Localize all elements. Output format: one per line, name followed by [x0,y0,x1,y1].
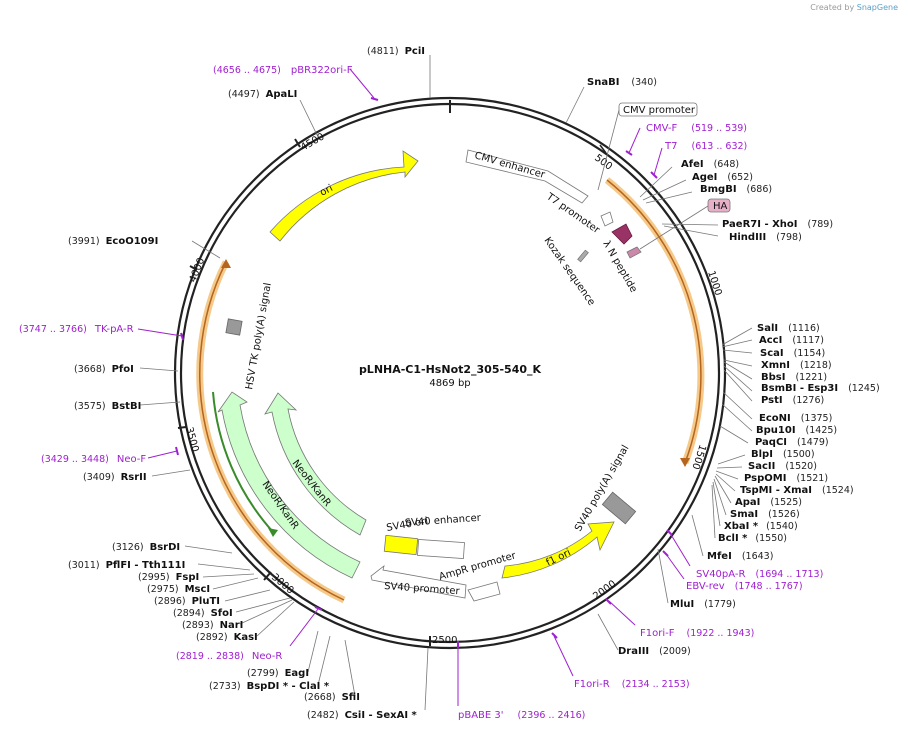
site-mfei: MfeI(1643) [707,551,773,562]
primer-f1ori-f: F1ori-F(1922 .. 1943) [640,628,754,639]
site-bsmbi-esp3i: BsmBI - Esp3I(1245) [761,383,880,394]
primer-sv40pa-r: SV40pA-R(1694 .. 1713) [696,569,823,580]
primer-neo-f: (3429 .. 3448)Neo-F [41,454,146,465]
hsv-tk-label: HSV TK poly(A) signal [244,282,274,391]
primer-neo-r: (2819 .. 2838)Neo-R [176,651,282,662]
site-snabi: SnaBI(340) [587,77,657,88]
site-nari: (2893)NarI [182,620,243,631]
site-sacii: SacII(1520) [748,461,817,472]
primer-labels: (4656 .. 4675)pBR322ori-F CMV-F(519 .. 5… [19,65,823,721]
site-paqci: PaqCI(1479) [755,437,829,448]
site-kasi: (2892)KasI [196,632,258,643]
primer-cmv-f: CMV-F(519 .. 539) [646,123,747,134]
features: ori CMV enhancer CMV promoter T7 promote… [217,102,731,602]
site-agei: AgeI(652) [692,172,753,183]
site-bstbi: (3575)BstBI [74,401,141,412]
plasmid-length: 4869 bp [429,378,470,389]
primer-t7: T7(613 .. 632) [664,141,747,152]
sv40-enhancer-label: SV40 enhancer [404,513,482,529]
sv40-ori-box [383,534,419,556]
site-leader-lines [139,55,753,711]
site-msci: (2975)MscI [147,584,210,595]
sv40-promoter-label: SV40 promoter [384,581,461,597]
site-bbsi: BbsI(1221) [761,372,827,383]
ha-label: HA [713,201,728,212]
site-smai: SmaI(1526) [730,509,800,520]
site-ecoani: EcoNI(1375) [759,413,832,424]
f1-ori-label: f1 ori [544,547,572,568]
hsv-tk-box [225,318,243,336]
ampr-promoter-arrow [467,581,501,602]
site-eagi: (2799)EagI [247,668,309,679]
site-ecoo109i: (3991)EcoO109I [68,236,158,247]
site-bcli: BclI *(1550) [718,533,787,544]
site-csii-sexai: (2482)CsiI - SexAI * [307,710,418,721]
site-acci: AccI(1117) [759,335,824,346]
site-pluti: (2896)PluTI [154,596,220,607]
site-sfii: (2668)SfiI [304,692,360,703]
ori-label: ori [318,183,335,199]
neor-inner-arrow [264,392,367,536]
plasmid-name: pLNHA-C1-HsNot2_305-540_K [359,363,542,376]
sv40-polya-box [601,491,637,525]
ruler-2500: 2500 [432,635,457,646]
site-bsrdi: (3126)BsrDI [112,542,180,553]
cmv-promoter-label: CMV promoter [623,105,696,116]
site-scai: ScaI(1154) [760,348,825,359]
site-labels: (4811)PciI SnaBI(340) (4497)ApaLI AfeI(6… [68,46,880,721]
primer-ebv-rev: EBV-rev(1748 .. 1767) [686,581,803,592]
primer-marks [137,68,691,706]
primer-tk-pa-r: (3747 .. 3766)TK-pA-R [19,324,134,335]
lambda-n-label: λ N peptide [600,239,638,295]
site-draiii: DraIII(2009) [618,646,691,657]
site-pfoi: (3668)PfoI [74,364,134,375]
site-rsrii: (3409)RsrII [83,472,147,483]
site-apai: ApaI(1525) [735,497,802,508]
site-afei: AfeI(648) [681,159,739,170]
neor-outer-arrow [217,391,361,579]
kozak-label: Kozak sequence [542,235,597,307]
backbone-outer [173,96,727,650]
site-bpu10i: Bpu10I(1425) [756,425,837,436]
site-xmni: XmnI(1218) [761,360,832,371]
primer-f1ori-r: F1ori-R(2134 .. 2153) [574,679,690,690]
primer-pbabe3: pBABE 3'(2396 .. 2416) [458,710,585,721]
snapgene-credit: Created by SnapGene [810,3,898,12]
site-bmgbi: BmgBI(686) [700,184,772,195]
cmv-enhancer-arrow [465,149,589,204]
site-apali: (4497)ApaLI [228,89,297,100]
cmv-promoter-box [618,102,698,117]
ha-box [707,198,731,213]
site-bspdi-clai: (2733)BspDI * - ClaI * [209,681,330,692]
f1-ori-arrow [501,521,615,579]
ruler-2000: 2000 [591,579,618,603]
site-hindiii: HindIII(798) [729,232,802,243]
credit-brand: SnapGene [856,3,898,12]
site-blpi: BlpI(1500) [751,449,815,460]
credit-prefix: Created by [810,3,855,12]
primer-pbr322ori-f: (4656 .. 4675)pBR322ori-F [213,65,353,76]
site-paer7i-xhoi: PaeR7I - XhoI(789) [722,219,833,230]
site-sali: SalI(1116) [757,323,820,334]
site-fspi: (2995)FspI [138,572,199,583]
sv40-enhancer-box [417,538,465,560]
ha-tag-arrow [626,246,642,259]
neor-inner-label: NeoR/KanR [290,458,333,509]
site-sfoi: (2894)SfoI [173,608,233,619]
ruler-4000: 4000 [188,256,208,284]
site-pcii: (4811)PciI [367,46,425,57]
t7-promoter-arrow [600,211,614,227]
site-psti: PstI(1276) [761,395,824,406]
site-tspmi-xmai: TspMI - XmaI(1524) [740,485,854,496]
site-xbai: XbaI *(1540) [724,521,798,532]
orf-arcs [196,177,705,604]
kozak-marker [577,249,589,263]
sv40-promoter-arrow [370,564,467,599]
site-pspomi: PspOMI(1521) [744,473,828,484]
site-mlui: MluI(1779) [670,599,736,610]
site-pflfi-tth111i: (3011)PflFI - Tth111I [68,560,185,571]
ori-arrow [269,150,419,242]
lambda-n-arrow [611,223,633,245]
